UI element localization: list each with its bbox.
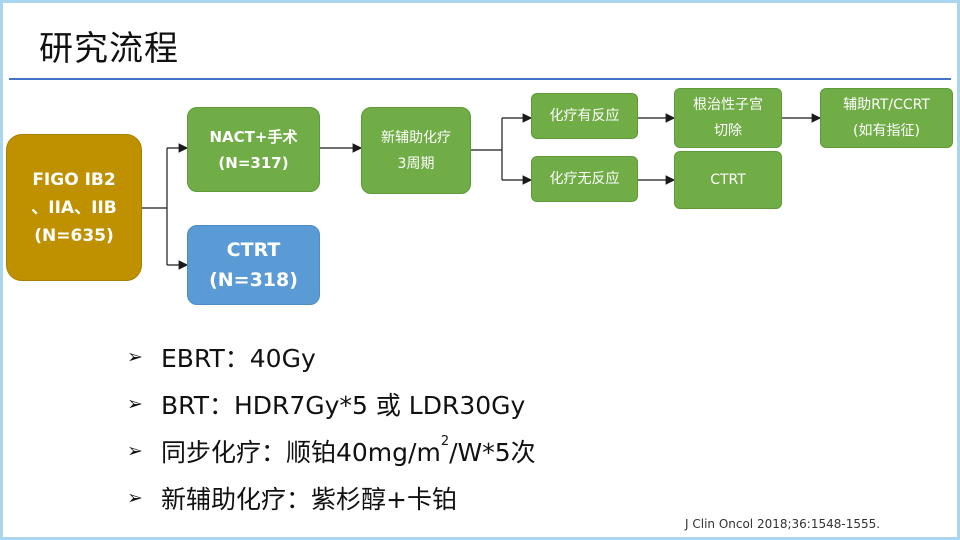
box-response-line1: 化疗有反应 xyxy=(549,108,620,124)
list-item: ➢ 新辅助化疗：紫杉醇+卡铂 xyxy=(127,474,536,521)
protocol-bullet-list: ➢ EBRT：40Gy ➢ BRT：HDR7Gy*5 或 LDR30Gy ➢ 同… xyxy=(127,333,536,521)
box-ctrt-followup-line1: CTRT xyxy=(710,172,746,188)
arrow-bullet-icon: ➢ xyxy=(127,486,143,509)
box-nact-line1: NACT+手术 xyxy=(209,127,298,146)
bullet-text: EBRT：40Gy xyxy=(161,343,316,373)
list-item: ➢ EBRT：40Gy xyxy=(127,333,536,380)
list-item: ➢ BRT：HDR7Gy*5 或 LDR30Gy xyxy=(127,380,536,427)
bullet-text-before: 同步化疗：顺铂40mg/m xyxy=(161,437,441,467)
box-ctrt-arm-line1: CTRT xyxy=(226,239,281,261)
box-neoadjuvant-line1: 新辅助化疗 xyxy=(381,129,451,146)
arrow-bullet-icon: ➢ xyxy=(127,439,143,462)
box-adjuvant-rt: 辅助RT/CCRT (如有指征) xyxy=(820,88,953,148)
box-figo-line1: FIGO IB2 xyxy=(32,169,116,190)
box-figo-line3: (N=635) xyxy=(34,225,114,246)
box-nact-line2: (N=317) xyxy=(218,153,289,172)
box-neoadjuvant-chemo: 新辅助化疗 3周期 xyxy=(361,107,471,194)
box-ctrt-arm-line2: (N=318) xyxy=(209,269,298,291)
box-chemo-response: 化疗有反应 xyxy=(531,93,638,139)
box-figo-line2: 、IIA、IIB xyxy=(31,197,117,218)
box-ctrt-followup: CTRT xyxy=(674,151,782,209)
box-no-response-line1: 化疗无反应 xyxy=(549,171,620,187)
arrow-bullet-icon: ➢ xyxy=(127,392,143,415)
bullet-text: BRT：HDR7Gy*5 或 LDR30Gy xyxy=(161,390,526,420)
box-chemo-no-response: 化疗无反应 xyxy=(531,156,638,202)
box-radical-line2: 切除 xyxy=(714,123,742,139)
box-figo-stage: FIGO IB2 、IIA、IIB (N=635) xyxy=(6,134,142,281)
page-title: 研究流程 xyxy=(39,29,179,69)
box-nact-surgery: NACT+手术 (N=317) xyxy=(187,107,320,192)
flow-connectors xyxy=(142,113,822,270)
box-ctrt-arm: CTRT (N=318) xyxy=(187,225,320,305)
bullet-text-after: /W*5次 xyxy=(449,437,536,467)
box-radical-hysterectomy: 根治性子宫 切除 xyxy=(674,88,782,148)
arrow-bullet-icon: ➢ xyxy=(127,345,143,368)
box-radical-line1: 根治性子宫 xyxy=(693,97,763,113)
bullet-text: 新辅助化疗：紫杉醇+卡铂 xyxy=(161,484,457,514)
box-adjuvant-line1: 辅助RT/CCRT xyxy=(843,97,930,113)
citation: J Clin Oncol 2018;36:1548-1555. xyxy=(685,517,881,531)
bullet-superscript: 2 xyxy=(440,434,450,449)
box-neoadjuvant-line2: 3周期 xyxy=(397,155,435,172)
title-divider xyxy=(9,78,951,80)
box-adjuvant-line2: (如有指征) xyxy=(853,123,920,139)
